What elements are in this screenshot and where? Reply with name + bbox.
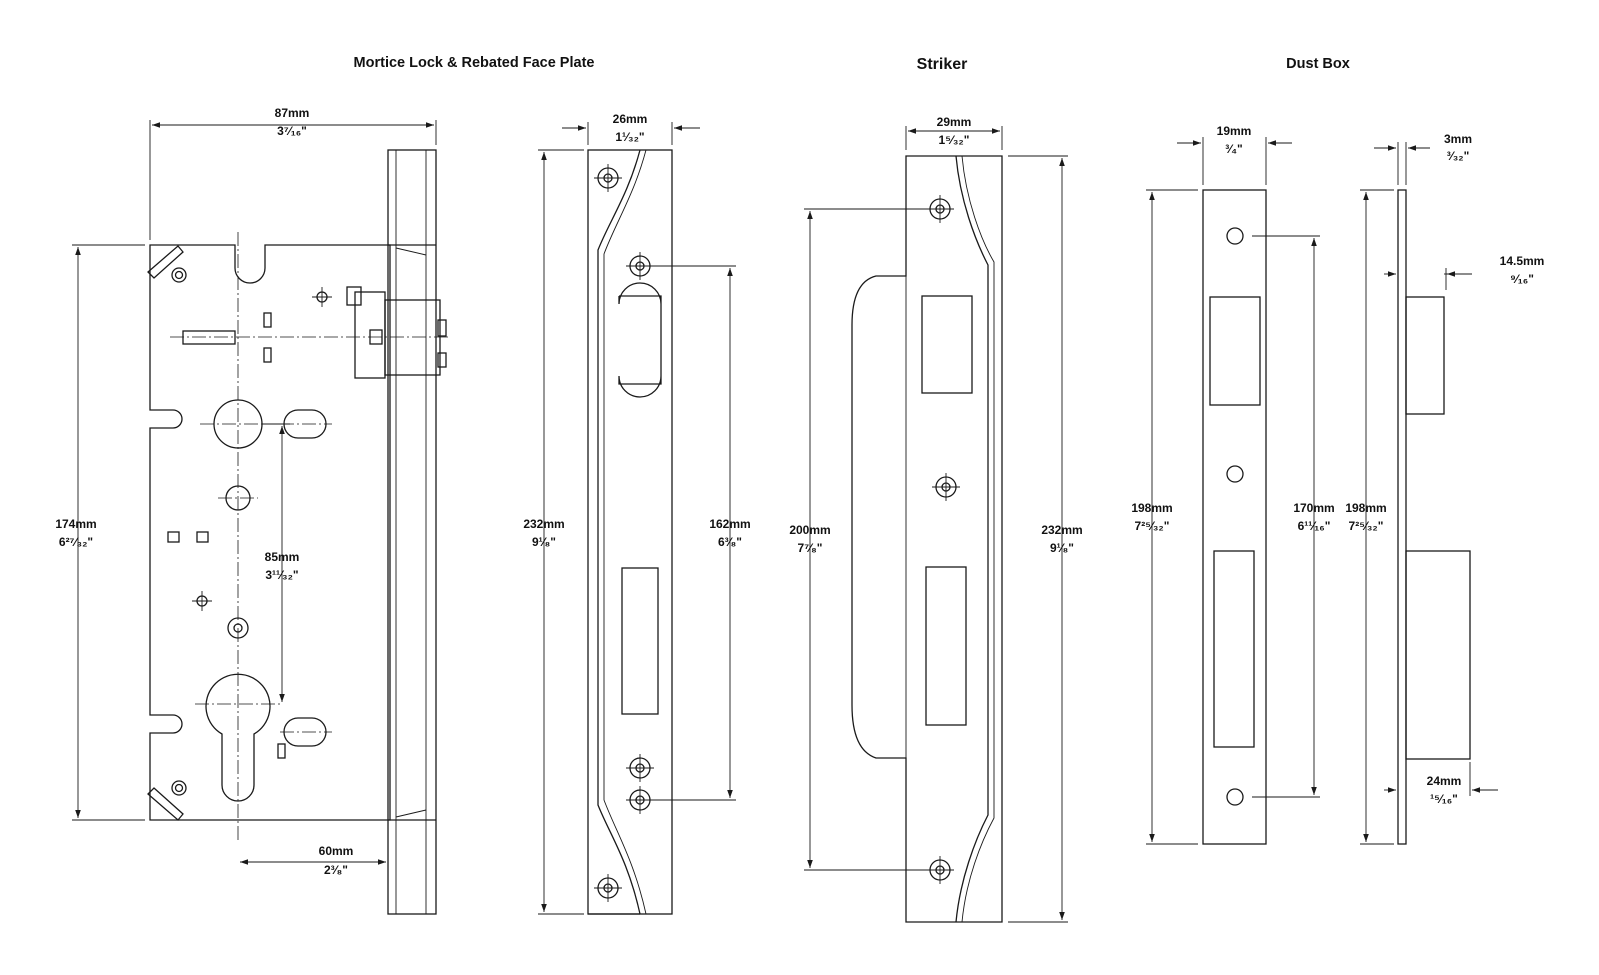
dust-depth-top-mm: 14.5mm bbox=[1500, 254, 1545, 268]
mortice-lock-body bbox=[147, 232, 450, 840]
lock-centres-mm: 85mm bbox=[265, 550, 300, 564]
face-width-inch: 1¹⁄₃₂" bbox=[615, 130, 644, 144]
face-height-inch: 9¹⁄₈" bbox=[532, 535, 556, 549]
dust-fixings-mm: 170mm bbox=[1293, 501, 1334, 515]
face-plate-front bbox=[587, 149, 673, 915]
dust-width-inch: ³⁄₄" bbox=[1225, 142, 1242, 156]
striker-dimensions: 29mm 1⁵⁄₃₂" 200mm 7⁷⁄₈" 232mm 9¹⁄₈" bbox=[789, 115, 1083, 923]
rebated-face-plate-side bbox=[387, 149, 437, 915]
dustbox-title: Dust Box bbox=[1286, 56, 1350, 72]
dust-depth-top-inch: ⁹⁄₁₆" bbox=[1510, 272, 1534, 286]
dust-thick-mm: 3mm bbox=[1444, 132, 1472, 146]
dust-height-inch: 7²⁵⁄₃₂" bbox=[1135, 519, 1170, 533]
face-height-mm: 232mm bbox=[523, 517, 564, 531]
striker-height-inch: 9¹⁄₈" bbox=[1050, 541, 1074, 555]
face-fixings-inch: 6³⁄₈" bbox=[718, 535, 742, 549]
lock-width-mm: 87mm bbox=[275, 106, 310, 120]
dust-box-side bbox=[1397, 189, 1471, 845]
striker-height-mm: 232mm bbox=[1041, 523, 1082, 537]
dust-thick-inch: ³⁄₃₂" bbox=[1447, 149, 1470, 163]
dust-depth-bottom-mm: 24mm bbox=[1427, 774, 1462, 788]
lock-backset-mm: 60mm bbox=[319, 844, 354, 858]
lock-title: Mortice Lock & Rebated Face Plate bbox=[354, 55, 595, 71]
lock-dimensions: 87mm 3⁷⁄₁₆" 174mm 6²⁷⁄₃₂" 85mm 3¹¹⁄₃₂" 6… bbox=[55, 106, 437, 877]
lock-height-inch: 6²⁷⁄₃₂" bbox=[59, 535, 93, 549]
striker-plate bbox=[851, 155, 1003, 923]
striker-width-inch: 1⁵⁄₃₂" bbox=[939, 133, 970, 147]
dust-box-side-dimensions: 3mm ³⁄₃₂" 198mm 7²⁵⁄₃₂" 14.5mm ⁹⁄₁₆" 24m… bbox=[1345, 132, 1545, 845]
dust-box-front bbox=[1202, 189, 1267, 845]
face-plate-dimensions: 26mm 1¹⁄₃₂" 232mm 9¹⁄₈" 162mm 6³⁄₈" bbox=[523, 112, 751, 915]
dust-depth-bottom-inch: ¹⁵⁄₁₆" bbox=[1430, 792, 1458, 806]
dust-side-height-inch: 7²⁵⁄₃₂" bbox=[1349, 519, 1384, 533]
striker-title: Striker bbox=[917, 56, 968, 73]
dust-side-height-mm: 198mm bbox=[1345, 501, 1386, 515]
face-width-mm: 26mm bbox=[613, 112, 648, 126]
lock-width-inch: 3⁷⁄₁₆" bbox=[277, 124, 307, 138]
dust-fixings-inch: 6¹¹⁄₁₆" bbox=[1298, 519, 1331, 533]
dust-width-mm: 19mm bbox=[1217, 124, 1252, 138]
dust-height-mm: 198mm bbox=[1131, 501, 1172, 515]
lock-centres-inch: 3¹¹⁄₃₂" bbox=[265, 568, 298, 582]
lock-height-mm: 174mm bbox=[55, 517, 96, 531]
dust-box-front-dimensions: 19mm ³⁄₄" 198mm 7²⁵⁄₃₂" 170mm 6¹¹⁄₁₆" bbox=[1131, 124, 1335, 845]
striker-fixings-mm: 200mm bbox=[789, 523, 830, 537]
striker-fixings-inch: 7⁷⁄₈" bbox=[798, 541, 823, 555]
striker-width-mm: 29mm bbox=[937, 115, 972, 129]
lock-backset-inch: 2³⁄₈" bbox=[324, 863, 348, 877]
face-fixings-mm: 162mm bbox=[709, 517, 750, 531]
